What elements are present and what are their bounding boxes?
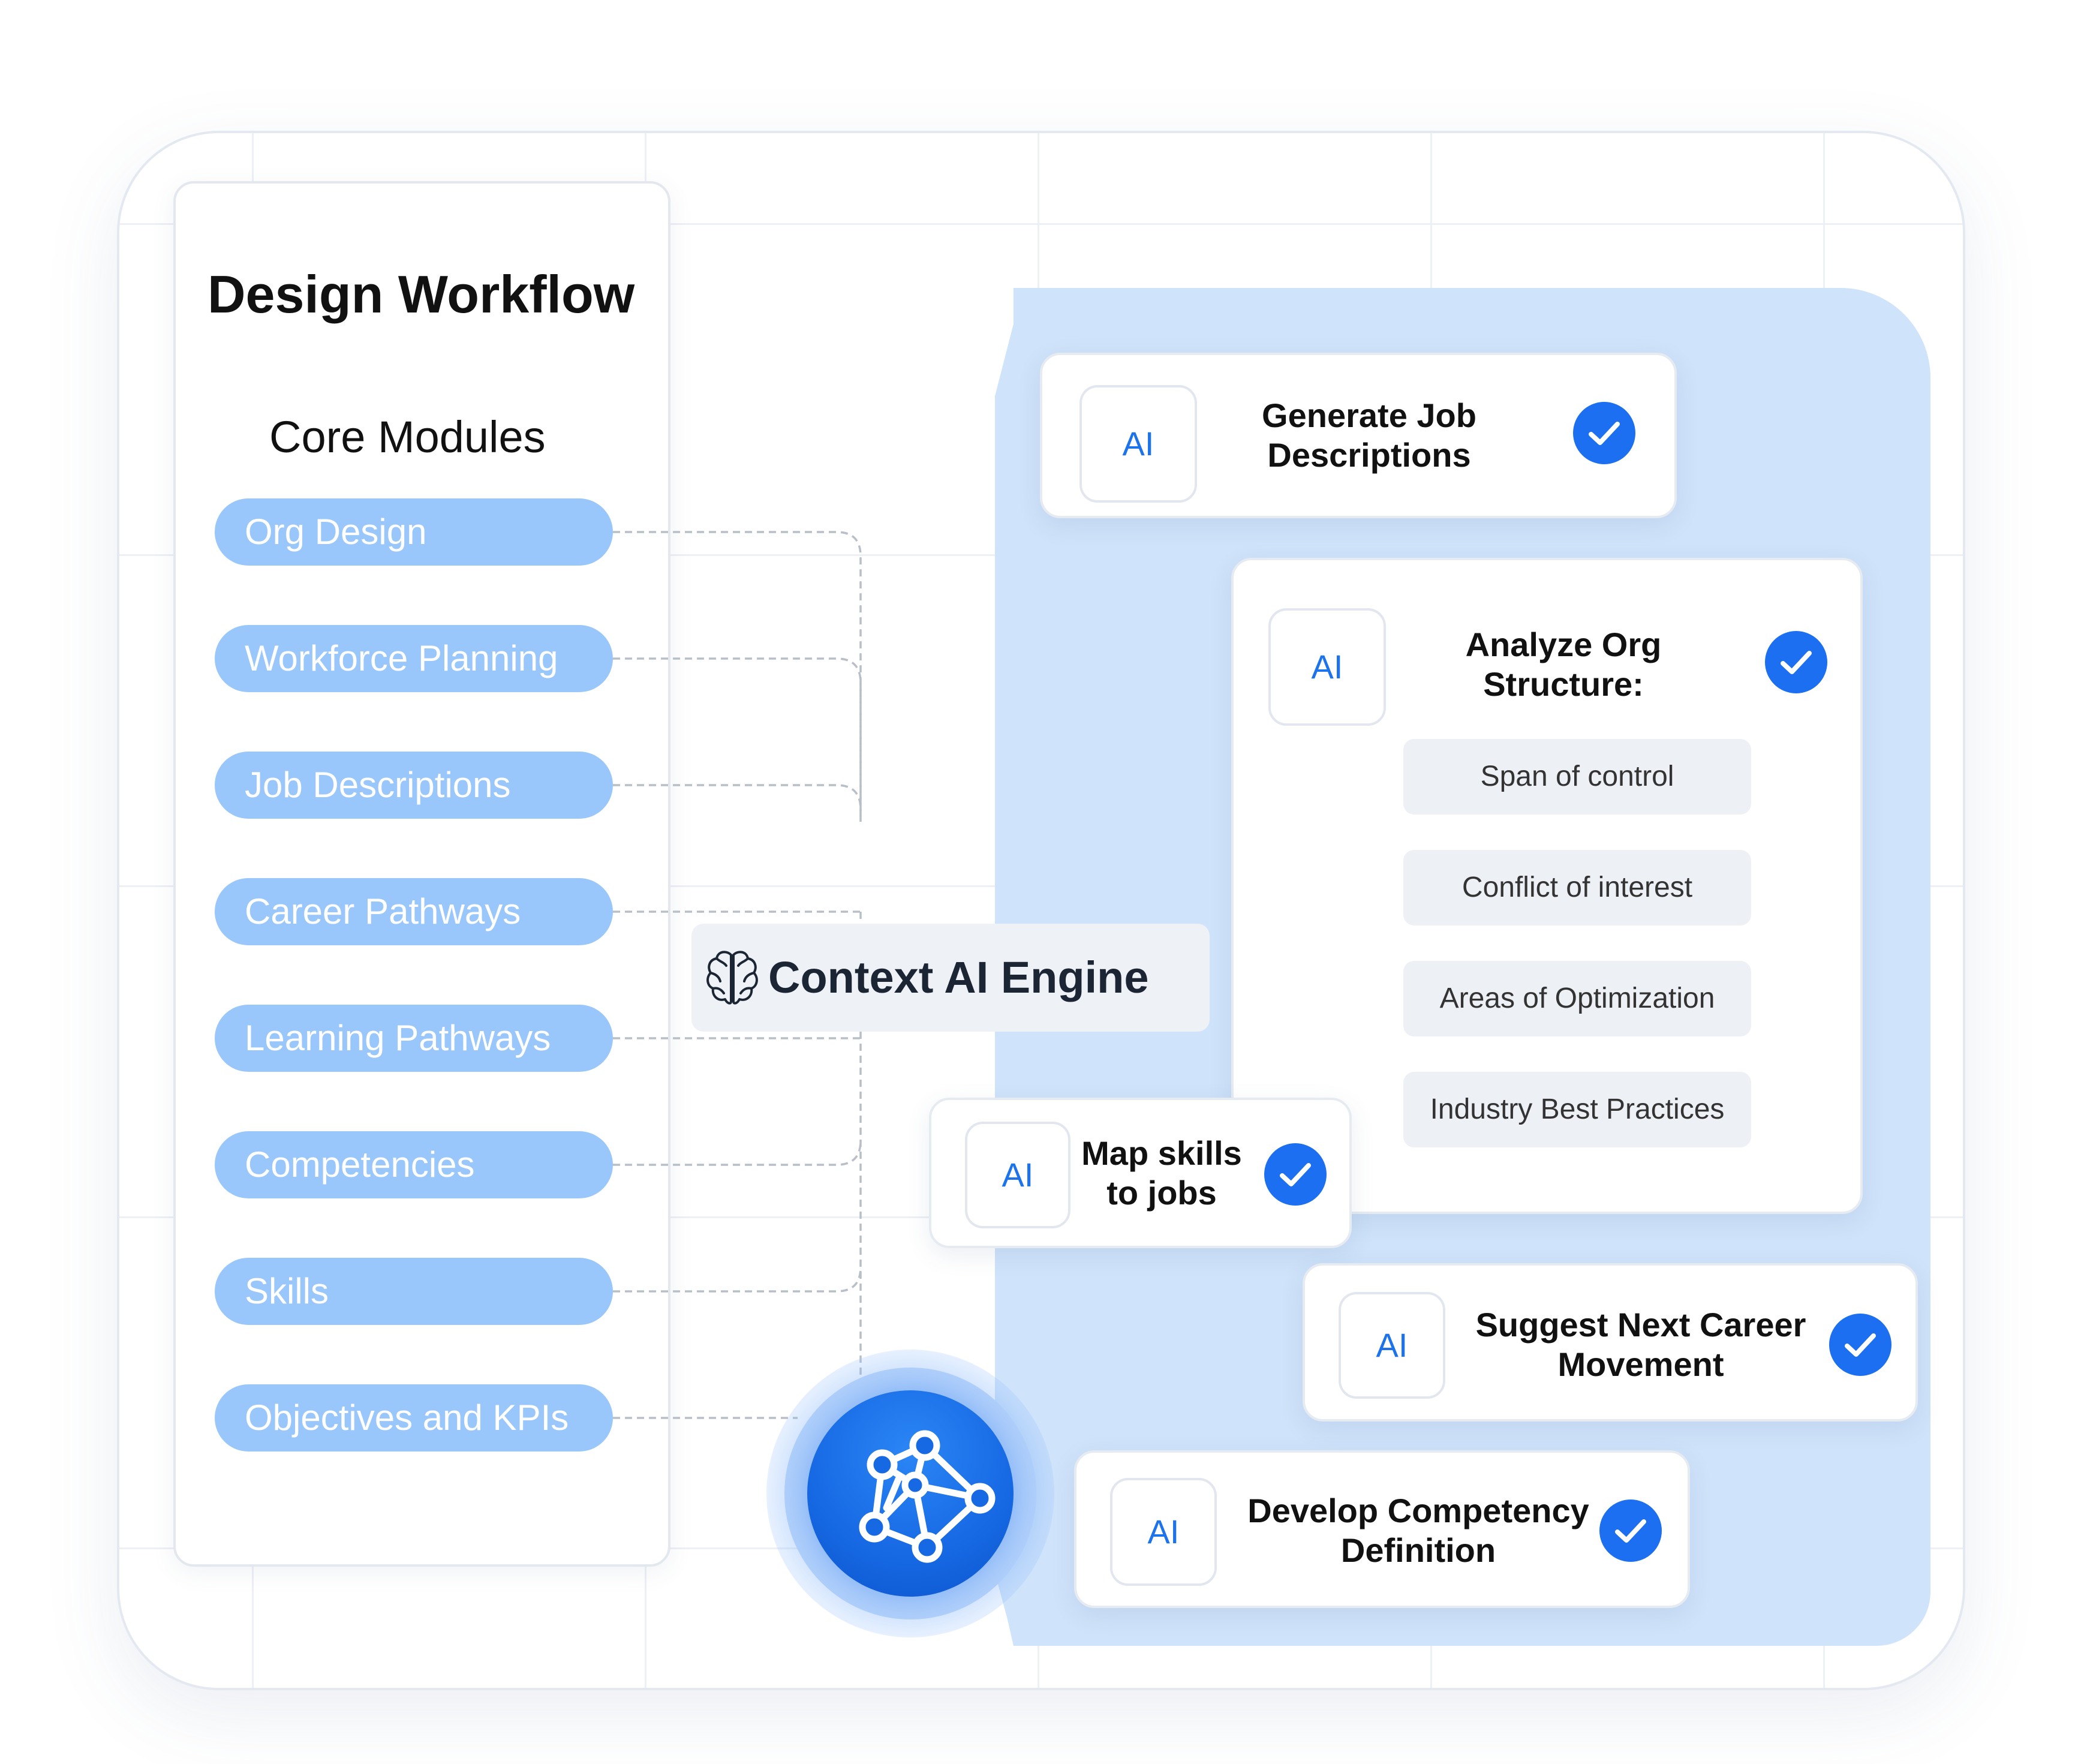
connector-line xyxy=(613,531,862,822)
module-pill-competencies[interactable]: Competencies xyxy=(215,1131,613,1198)
ai-hub[interactable] xyxy=(807,1390,1014,1597)
task-label: Develop Competency Definition xyxy=(1247,1492,1589,1569)
ai-badge: AI xyxy=(1110,1478,1217,1586)
task-label: Map skills to jobs xyxy=(1081,1134,1242,1212)
ai-badge: AI xyxy=(1268,608,1386,726)
context-ai-engine: Context AI Engine xyxy=(691,924,1210,1032)
analysis-item: Areas of Optimization xyxy=(1403,961,1751,1036)
ai-badge: AI xyxy=(965,1122,1070,1228)
check-circle-icon xyxy=(1765,631,1827,693)
module-pill-career-pathways[interactable]: Career Pathways xyxy=(215,878,613,945)
module-pill-skills[interactable]: Skills xyxy=(215,1258,613,1325)
connector-line xyxy=(613,784,862,810)
connector-line xyxy=(613,1140,862,1166)
analysis-item: Industry Best Practices xyxy=(1403,1072,1751,1147)
analysis-item: Span of control xyxy=(1403,739,1751,815)
module-pill-objectives-kpis[interactable]: Objectives and KPIs xyxy=(215,1384,613,1452)
task-label: Analyze Org Structure: xyxy=(1465,626,1662,703)
check-circle-icon xyxy=(1599,1499,1662,1562)
check-circle-icon xyxy=(1573,402,1635,464)
brain-icon xyxy=(706,951,758,1005)
workflow-panel xyxy=(173,181,670,1567)
ai-badge: AI xyxy=(1339,1292,1445,1399)
module-pill-org-design[interactable]: Org Design xyxy=(215,498,613,566)
analysis-item: Conflict of interest xyxy=(1403,850,1751,925)
panel-title: Design Workflow xyxy=(208,265,635,324)
panel-subtitle: Core Modules xyxy=(269,412,546,462)
module-pill-learning-pathways[interactable]: Learning Pathways xyxy=(215,1005,613,1072)
check-circle-icon xyxy=(1264,1143,1327,1206)
connector-line xyxy=(613,657,862,822)
task-label: Generate Job Descriptions xyxy=(1262,396,1476,474)
ai-badge: AI xyxy=(1079,385,1197,503)
task-card-develop-competency[interactable]: AI Develop Competency Definition xyxy=(1074,1450,1690,1608)
module-pill-job-descriptions[interactable]: Job Descriptions xyxy=(215,752,613,819)
engine-label: Context AI Engine xyxy=(768,952,1149,1002)
task-card-suggest-career[interactable]: AI Suggest Next Career Movement xyxy=(1303,1263,1918,1422)
task-label: Suggest Next Career Movement xyxy=(1475,1306,1806,1383)
network-nodes-icon xyxy=(859,1430,996,1563)
task-card-map-skills[interactable]: AI Map skills to jobs xyxy=(929,1098,1352,1248)
connector-line xyxy=(613,1267,862,1293)
module-pill-workforce-planning[interactable]: Workforce Planning xyxy=(215,625,613,692)
task-card-generate-job-descriptions[interactable]: AI Generate Job Descriptions xyxy=(1040,353,1677,518)
check-circle-icon xyxy=(1829,1314,1891,1376)
